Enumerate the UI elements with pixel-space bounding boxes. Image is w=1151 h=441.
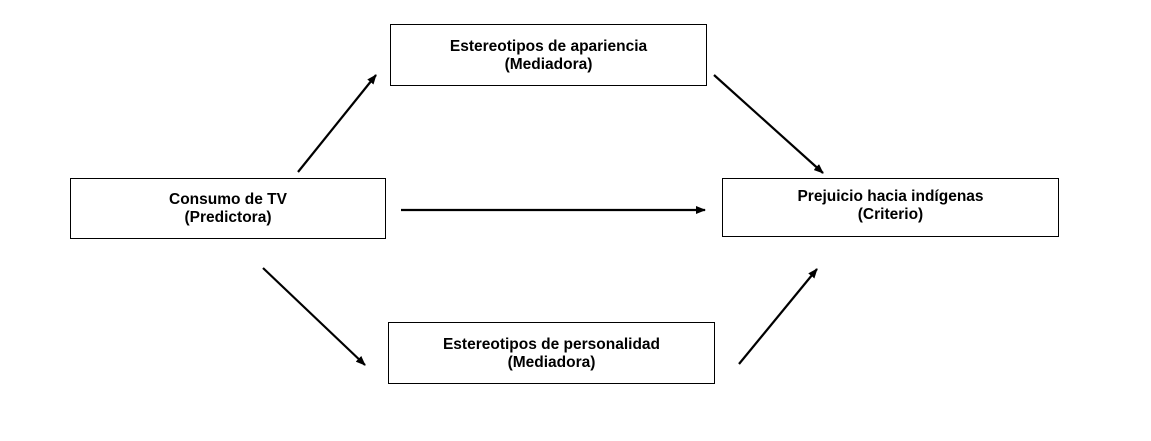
node-tv-consumption: Consumo de TV (Predictora) [70, 178, 386, 239]
node-personality-role: (Mediadora) [507, 354, 596, 371]
arrow-tv-to-personality [262, 267, 366, 366]
node-prejudice: Prejuicio hacia indígenas (Criterio) [722, 178, 1059, 237]
node-appearance-stereotypes: Estereotipos de apariencia (Mediadora) [390, 24, 707, 86]
arrow-appearance-to-prejudice [713, 74, 824, 174]
node-personality-stereotypes: Estereotipos de personalidad (Mediadora) [388, 322, 715, 384]
node-prejudice-title: Prejuicio hacia indígenas [797, 188, 984, 205]
arrow-personality-to-prejudice [738, 268, 818, 365]
arrow-tv-to-appearance [297, 74, 377, 173]
node-tv-title: Consumo de TV [169, 191, 287, 208]
node-prejudice-role: (Criterio) [857, 206, 924, 223]
node-personality-title: Estereotipos de personalidad [442, 336, 661, 353]
node-appearance-role: (Mediadora) [504, 56, 593, 73]
node-tv-role: (Predictora) [184, 209, 272, 226]
node-appearance-title: Estereotipos de apariencia [449, 38, 648, 55]
